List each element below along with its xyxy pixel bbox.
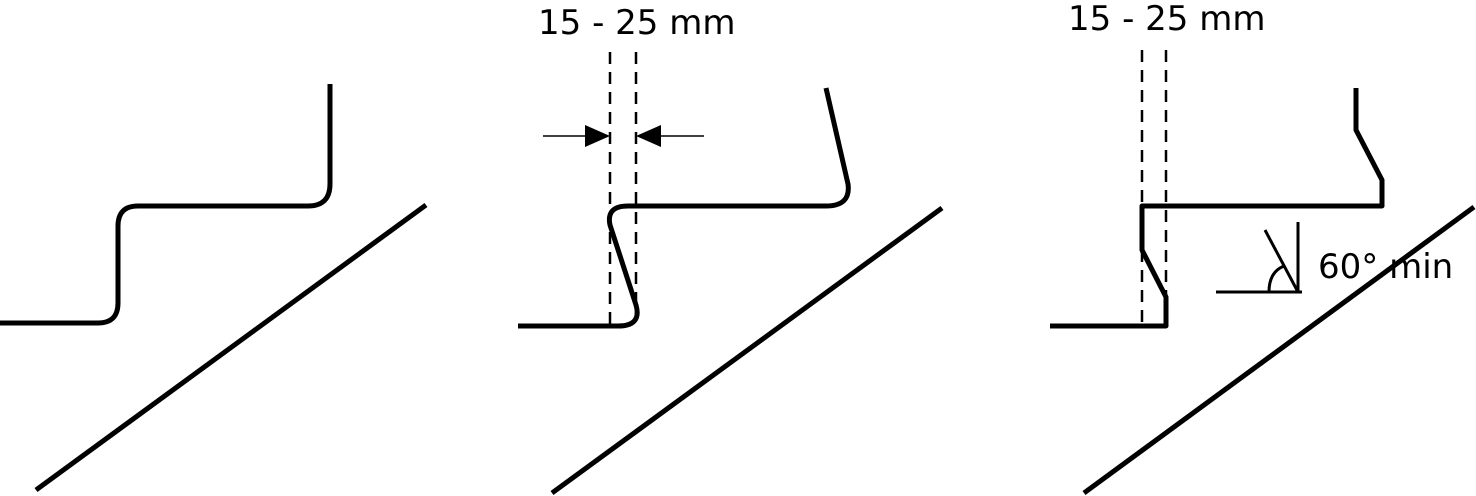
panel-3: 15 - 25 mm 60° min xyxy=(1050,0,1476,496)
angle-label: 60° min xyxy=(1318,247,1453,287)
dimension-arrowhead-left xyxy=(585,125,610,147)
angle-slant-line xyxy=(1263,229,1300,293)
dimension-arrowhead-right xyxy=(636,125,661,147)
spacing-label-right: 15 - 25 mm xyxy=(1068,0,1265,39)
panel-1-slope xyxy=(34,202,428,493)
panel-2: 15 - 25 mm xyxy=(518,3,944,496)
panel-3-slope xyxy=(1082,204,1476,496)
angle-arc xyxy=(1267,264,1285,293)
panel-1 xyxy=(0,84,428,493)
panel-2-slope xyxy=(550,205,944,496)
panel-2-profile xyxy=(518,87,851,329)
panel-3-profile xyxy=(1050,88,1385,329)
panel-1-profile xyxy=(0,84,333,326)
spacing-label-middle: 15 - 25 mm xyxy=(538,3,735,43)
